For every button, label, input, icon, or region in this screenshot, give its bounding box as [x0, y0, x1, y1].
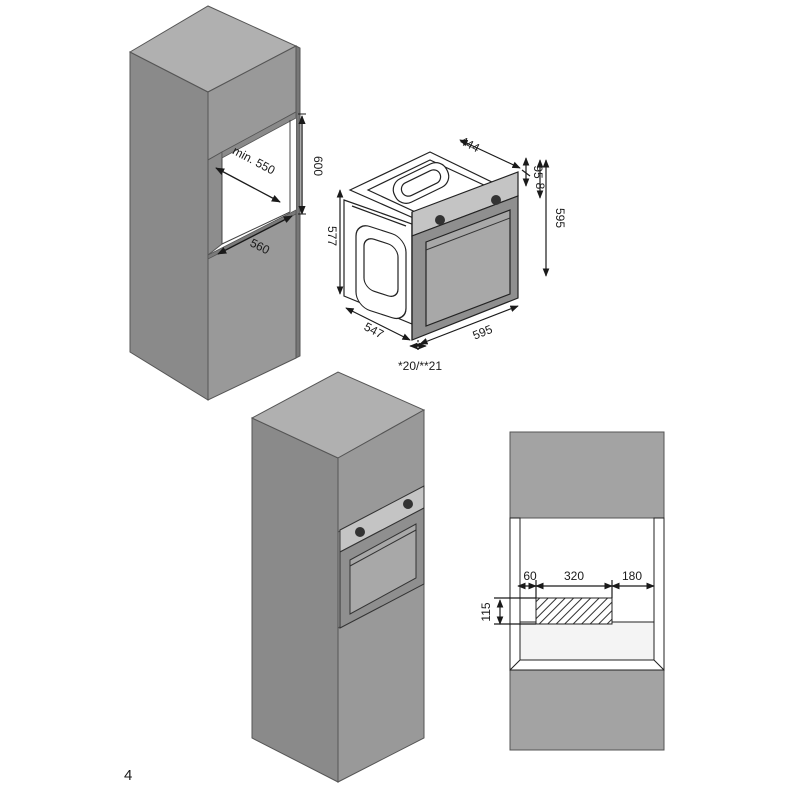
oven-knobs — [435, 195, 501, 225]
vent-width-label: 320 — [564, 569, 584, 583]
page-number: 4 — [124, 767, 132, 784]
cabinet-dimension-lines — [215, 113, 306, 255]
vent-height-label: 115 — [479, 602, 493, 621]
niche-height-label: 600 — [311, 156, 325, 176]
oven-door-thickness-label: *20/**21 — [398, 359, 442, 373]
oven-knob-left-icon — [435, 215, 445, 225]
oven-dimension-lines — [336, 139, 550, 352]
oven-body-height-label: 577 — [325, 226, 339, 246]
vent-dimension-lines — [494, 580, 655, 625]
vent-opening-hatch — [535, 597, 613, 625]
tall-cabinet-installed — [250, 371, 426, 783]
oven-body-depth-label: 547 — [362, 320, 387, 342]
oven-knob-right-icon — [491, 195, 501, 205]
installed-knob-left-icon — [355, 527, 365, 537]
oven-front-height-label: 595 — [553, 208, 567, 228]
vent-left-gap-label: 60 — [523, 569, 537, 583]
tall-cabinet-niche — [128, 5, 301, 401]
ventilation-diagram — [509, 431, 665, 751]
oven-front-width-label: 595 — [471, 322, 495, 343]
vent-right-gap-label: 180 — [622, 569, 642, 583]
oven-top-offset-label: 95 — [531, 165, 545, 179]
oven-depth-top-label: 444 — [458, 134, 482, 156]
oven-control-offset-label: 8 — [533, 183, 547, 190]
oven-isometric — [343, 151, 519, 341]
installed-knob-right-icon — [403, 499, 413, 509]
